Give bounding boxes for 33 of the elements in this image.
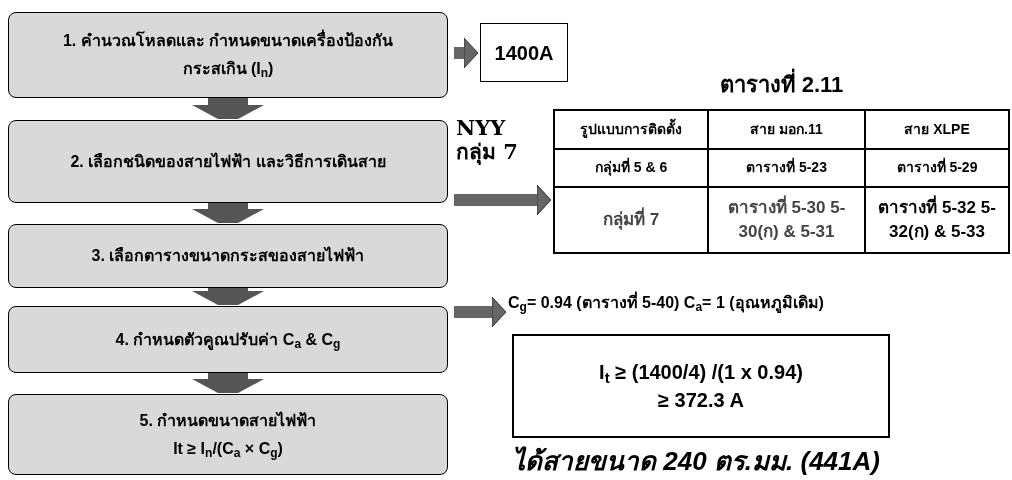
node-text: 3. เลือกตารางขนาดกระสของสายไฟฟ้า	[91, 245, 365, 266]
block-arrow	[454, 184, 552, 216]
node-text: C$_{g}$= 0.94 (ตารางที่ 5-40) C$_{a}$= 1 (อุณหภูมิเดิม)	[508, 291, 824, 315]
table-cell-text: ตารางที่ 5-30 5-30(ก) & 5-31	[717, 196, 856, 245]
block-arrow	[454, 37, 479, 69]
process-box	[8, 394, 448, 475]
node-text: It ≥ I$_{n}$/(C$_{a}$ × C$_{g}$)	[173, 438, 283, 462]
table-node	[553, 68, 1010, 254]
formula-box	[512, 334, 890, 438]
node-text: ≥ 372.3 A	[658, 388, 744, 413]
table-cell-text: สาย มอก.11	[750, 119, 823, 139]
table-cell-text: กลุ่มที่ 5 & 6	[594, 157, 668, 178]
process-box	[8, 306, 448, 373]
edge-label: NYY กลุ่ม 7	[456, 116, 519, 164]
node-text: 2. เลือกชนิดของสายไฟฟ้า และวิธีการเดินสาย	[70, 151, 386, 172]
process-box	[8, 120, 448, 203]
result-note: ได้สายขนาด 240 ตร.มม. (441A)	[512, 445, 880, 478]
process-box	[8, 224, 448, 288]
block-arrow	[454, 296, 507, 328]
table-cell-text: ตารางที่ 5-32 5-32(ก) & 5-33	[870, 196, 1004, 245]
node-text: 5. กำหนดขนาดสายไฟฟ้า	[139, 410, 317, 431]
node-text: 1. คำนวณโหลดและ กำหนดขนาดเครื่องป้องกันกระสเกิน (I$_{n}$)	[58, 27, 398, 83]
table-cell-text: ตารางที่ 5-29	[896, 157, 978, 178]
table-cell-text: สาย XLPE	[904, 119, 970, 139]
table-cell-text: รูปแบบการติดตั้ง	[580, 118, 682, 140]
result-box	[480, 23, 568, 82]
table-title: ตารางที่ 2.11	[553, 68, 1010, 101]
table-cell-text: ตารางที่ 5-23	[746, 157, 827, 178]
node-text: I$_{t}$ ≥ (1400/4) /(1 x 0.94)	[599, 360, 803, 386]
process-box	[8, 12, 448, 98]
node-text: 4. กำหนดตัวคูณปรับค่า C$_{a}$ & C$_{g}$	[115, 329, 341, 353]
node-text: 1400A	[494, 40, 554, 66]
table-cell-text: กลุ่มที่ 7	[602, 208, 660, 233]
